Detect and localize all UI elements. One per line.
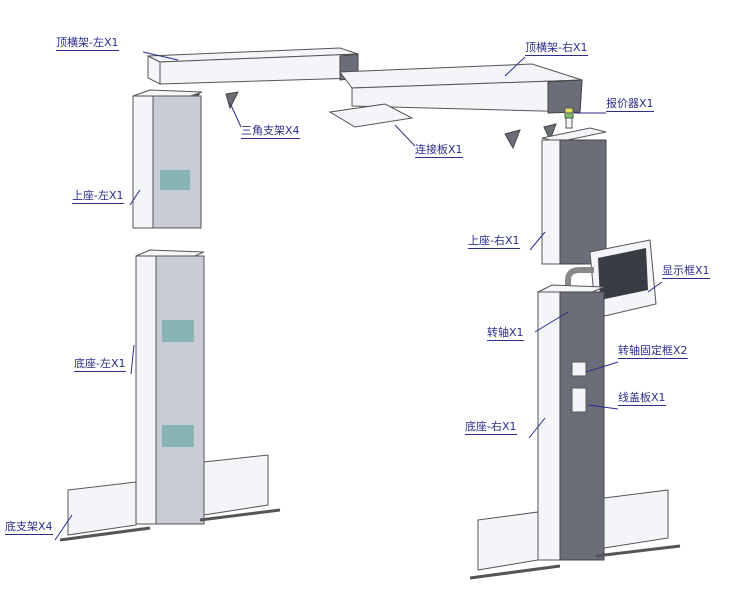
label-upper-seat-right: 上座-右X1 (468, 234, 520, 249)
shaft-fixing-frame (571, 361, 587, 377)
label-price-indicator: 报价器X1 (606, 97, 654, 112)
label-triangle-bracket: 三角支架X4 (241, 124, 300, 139)
rotating-shaft (565, 267, 594, 325)
connecting-plate (328, 103, 414, 128)
triangle-bracket (504, 129, 521, 150)
label-display-frame: 显示框X1 (662, 264, 710, 279)
base-left (135, 249, 205, 525)
label-base-right: 底座-右X1 (465, 420, 517, 435)
cable-cover (571, 387, 587, 413)
label-connecting-plate: 连接板X1 (415, 143, 463, 158)
label-bottom-bracket: 底支架X4 (5, 520, 53, 535)
label-shaft-fixing-frame: 转轴固定框X2 (618, 344, 688, 359)
upper-seat-right (541, 127, 607, 265)
label-cable-cover: 线盖板X1 (618, 391, 666, 406)
label-base-left: 底座-左X1 (74, 357, 126, 372)
top-beam-left (147, 47, 359, 85)
bottom-bracket-left (59, 454, 281, 542)
bottom-bracket-right (469, 489, 681, 580)
label-rotating-shaft: 转轴X1 (487, 326, 524, 341)
label-top-beam-left: 顶横架-左X1 (56, 36, 119, 51)
label-top-beam-right: 顶横架-右X1 (525, 41, 588, 56)
upper-seat-left (132, 89, 203, 229)
triangle-bracket (225, 91, 239, 110)
top-beam-right (339, 63, 583, 114)
leader-lines (54, 51, 663, 541)
display-frame (589, 239, 657, 319)
label-upper-seat-left: 上座-左X1 (72, 189, 124, 204)
price-indicator (564, 107, 574, 129)
base-right (537, 284, 605, 561)
triangle-bracket (543, 123, 557, 142)
